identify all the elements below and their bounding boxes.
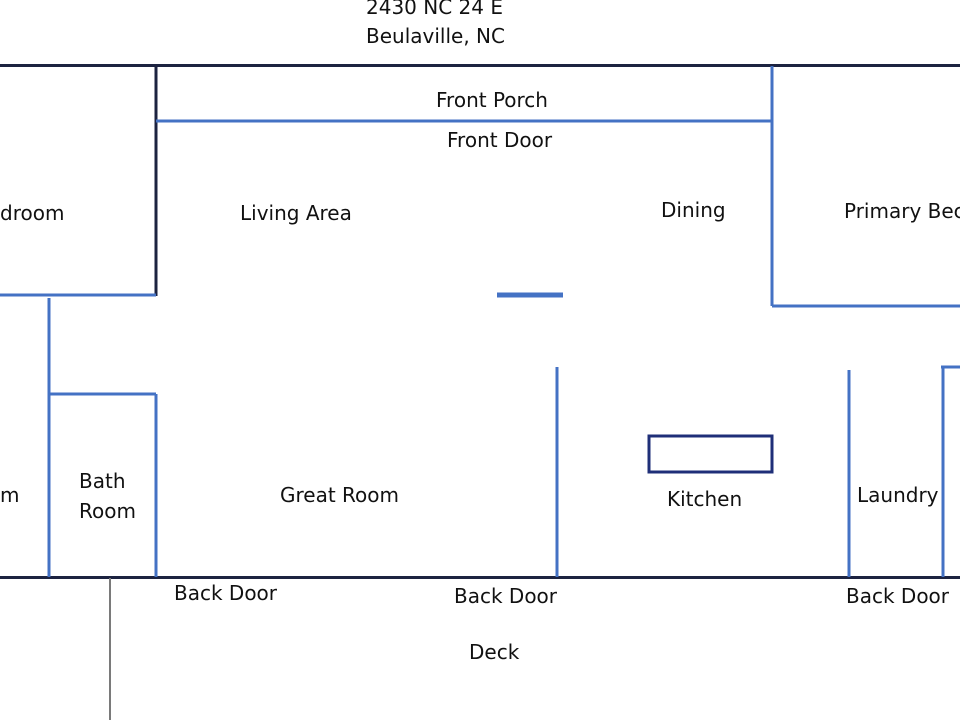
deck-label: Deck: [469, 640, 520, 664]
address-line2: Beulaville, NC: [366, 24, 505, 48]
front-door-label: Front Door: [447, 128, 553, 152]
great-room-label: Great Room: [280, 483, 399, 507]
address-line1: 2430 NC 24 E: [366, 0, 503, 19]
back-door-center-label: Back Door: [454, 584, 558, 608]
bath-room-label-line2: Room: [79, 499, 136, 523]
kitchen-island: [647, 434, 774, 474]
back-door-left-label: Back Door: [174, 581, 278, 605]
bedroom-label: droom: [0, 201, 65, 225]
dining-label: Dining: [661, 198, 726, 222]
back-door-right-label: Back Door: [846, 584, 950, 608]
primary-bedroom-label: Primary Bec: [844, 199, 960, 223]
kitchen-label: Kitchen: [667, 487, 743, 511]
room-label: m: [0, 483, 20, 507]
bath-room-label-line1: Bath: [79, 469, 126, 493]
laundry-label: Laundry: [857, 483, 939, 507]
living-area-label: Living Area: [240, 201, 352, 225]
front-porch-label: Front Porch: [436, 88, 548, 112]
